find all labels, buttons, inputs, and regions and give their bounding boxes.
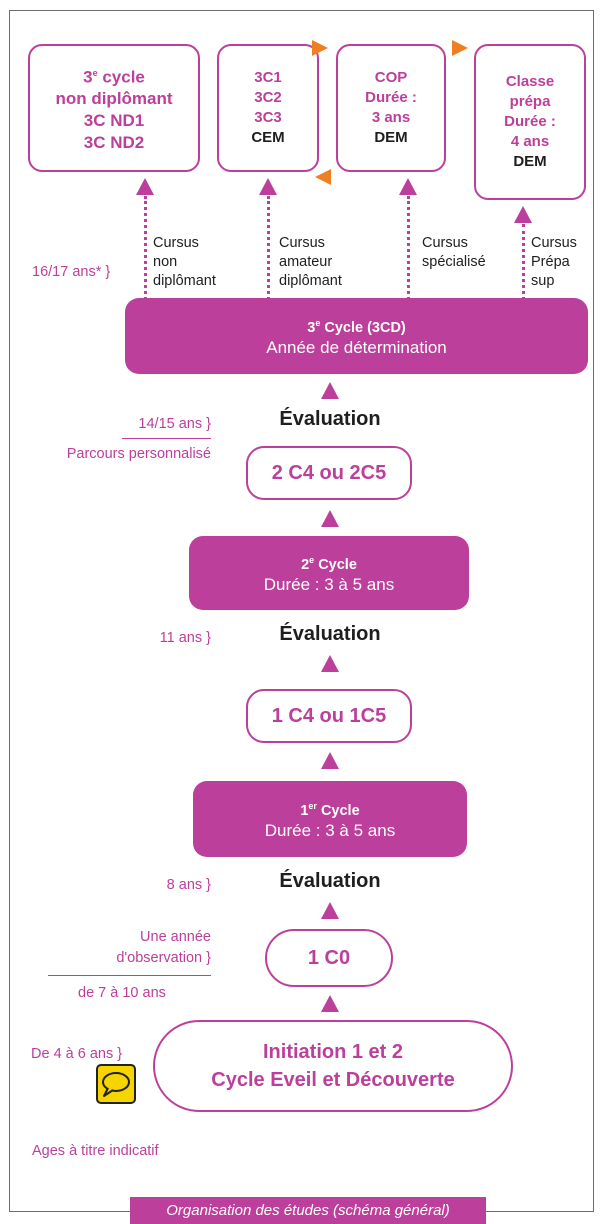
orange-arrow-right-icon (452, 40, 468, 56)
arrow-up-icon (321, 510, 339, 527)
arrow-up-icon (321, 382, 339, 399)
box-2c: 2 C4 ou 2C5 (246, 446, 412, 500)
cycle-2-box: 2e Cycle Durée : 3 à 5 ans (189, 536, 469, 610)
divider (48, 975, 211, 976)
divider (122, 438, 211, 439)
arrow-up-icon (321, 752, 339, 769)
box-cop: COP Durée : 3 ans DEM (336, 44, 446, 172)
age-label: Parcours personnalisé (66, 446, 211, 462)
arrow-up-icon (321, 995, 339, 1012)
box-3c-non-diplomant: 3e cycle non diplômant 3C ND1 3C ND2 (28, 44, 200, 172)
arrow-up-icon (399, 178, 417, 195)
evaluation-label: Évaluation (279, 408, 381, 430)
box-initiation: Initiation 1 et 2 Cycle Eveil et Découve… (153, 1020, 513, 1112)
age-label: d'observation } (116, 950, 211, 966)
dotted-connector (522, 224, 525, 300)
age-label: 8 ans } (166, 877, 211, 893)
box-classe-prepa: Classe prépa Durée : 4 ans DEM (474, 44, 586, 200)
age-label: 11 ans } (159, 630, 211, 646)
dotted-connector (144, 196, 147, 300)
arrow-up-icon (136, 178, 154, 195)
arrow-up-icon (514, 206, 532, 223)
cycle-3-box: 3e Cycle (3CD) Année de détermination (125, 298, 588, 374)
age-label: 14/15 ans } (138, 416, 211, 432)
evaluation-label: Évaluation (279, 623, 381, 645)
diagram-caption: Organisation des études (schéma général) (130, 1197, 486, 1224)
arrow-up-icon (259, 178, 277, 195)
age-label: Une année (140, 929, 211, 945)
age-label: de 7 à 10 ans (78, 985, 166, 1001)
speech-bubble-icon[interactable] (96, 1064, 136, 1104)
footnote: Ages à titre indicatif (32, 1143, 159, 1159)
dotted-connector (267, 196, 270, 300)
cycle-1-box: 1er Cycle Durée : 3 à 5 ans (193, 781, 467, 857)
arrow-up-icon (321, 655, 339, 672)
evaluation-label: Évaluation (279, 870, 381, 892)
box-1c: 1 C4 ou 1C5 (246, 689, 412, 743)
orange-arrow-left-icon (315, 169, 331, 185)
age-label: De 4 à 6 ans } (31, 1046, 123, 1062)
age-label: 16/17 ans* } (32, 264, 111, 280)
box-cem: 3C1 3C2 3C3 CEM (217, 44, 319, 172)
dotted-connector (407, 196, 410, 300)
arrow-up-icon (321, 902, 339, 919)
orange-arrow-right-icon (312, 40, 328, 56)
box-c0: 1 C0 (265, 929, 393, 987)
